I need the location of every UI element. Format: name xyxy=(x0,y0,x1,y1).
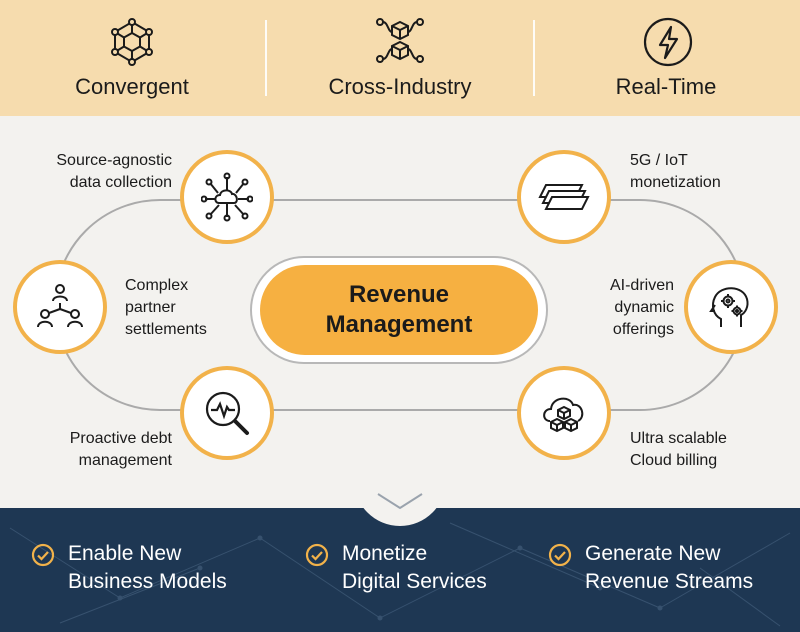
cloud-network-icon xyxy=(201,172,253,222)
chevron-down-icon xyxy=(377,493,423,510)
center-revenue-management: Revenue Management xyxy=(260,265,538,355)
node-label-data-collection: Source-agnostic data collection xyxy=(56,152,172,191)
node-label-5g-iot-monetization: 5G / IoT monetization xyxy=(630,152,721,191)
check-circle-icon xyxy=(548,543,572,567)
head-gears-icon xyxy=(709,287,749,327)
node-label-cloud-billing: Ultra scalable Cloud billing xyxy=(630,430,727,469)
band-notch xyxy=(354,478,446,526)
node-label-debt-management: Proactive debt management xyxy=(69,430,172,469)
check-circle-icon xyxy=(305,543,329,567)
header-divider xyxy=(265,20,267,96)
node-cloud-billing xyxy=(517,366,611,460)
benefit-revenue-streams: Generate New Revenue Streams xyxy=(585,542,754,593)
benefits-band xyxy=(0,508,800,632)
center-line-2: Management xyxy=(325,311,473,338)
org-hierarchy-icon xyxy=(37,284,83,328)
lightning-bolt-icon xyxy=(643,17,693,67)
node-label-partner-settlements: Complex partner settlements xyxy=(125,277,207,338)
node-label-ai-dynamic-offerings: AI-driven dynamic offerings xyxy=(609,277,674,338)
node-partner-settlements xyxy=(13,260,107,354)
header-label-real-time: Real-Time xyxy=(615,74,717,99)
node-debt-management xyxy=(180,366,274,460)
node-5g-iot-monetization xyxy=(517,150,611,244)
header-label-convergent: Convergent xyxy=(75,74,189,99)
linked-cubes-icon xyxy=(376,18,424,63)
magnifier-pulse-icon xyxy=(205,391,249,435)
benefit-digital-services: Monetize Digital Services xyxy=(342,542,487,593)
check-circle-icon xyxy=(31,543,55,567)
network-background-pattern xyxy=(9,522,791,627)
center-line-1: Revenue xyxy=(348,281,450,308)
benefit-business-models: Enable New Business Models xyxy=(68,542,227,593)
header-divider xyxy=(533,20,535,96)
node-data-collection xyxy=(180,150,274,244)
cloud-cubes-icon xyxy=(543,397,584,433)
header-label-cross-industry: Cross-Industry xyxy=(328,74,472,99)
node-ai-dynamic-offerings xyxy=(684,260,778,354)
stacked-layers-icon xyxy=(538,184,590,210)
hexagon-network-icon xyxy=(111,18,153,66)
header-band: Convergent Cross-Industry Real-Time xyxy=(0,0,800,116)
